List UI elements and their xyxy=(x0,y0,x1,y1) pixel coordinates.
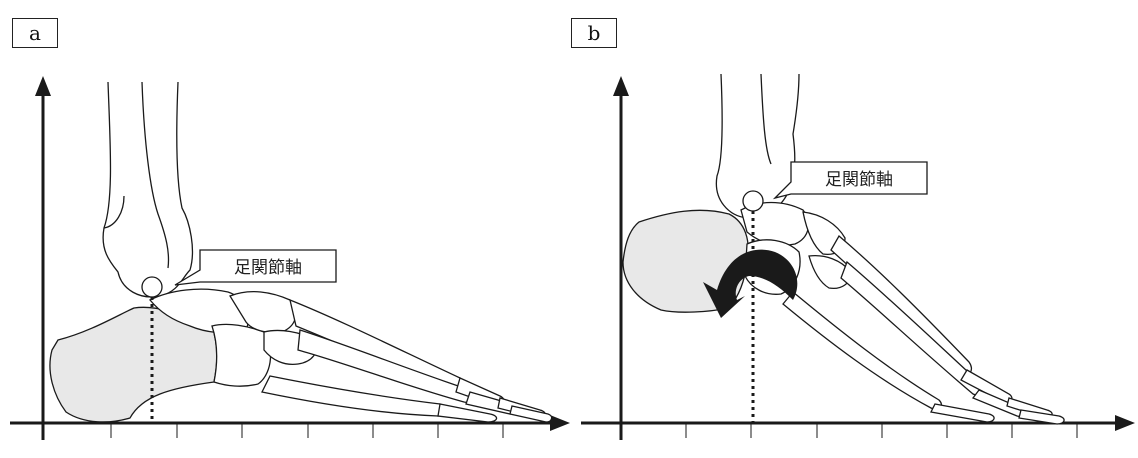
y-axis-arrowhead xyxy=(35,76,51,96)
foot-diagram-a: 足関節軸 xyxy=(0,0,569,458)
panel-b: b xyxy=(569,0,1138,458)
callout-text-b: 足関節軸 xyxy=(825,170,893,190)
foot-diagram-b: 足関節軸 xyxy=(569,0,1138,458)
ankle-axis-marker-a xyxy=(142,277,162,297)
ankle-axis-marker-b xyxy=(743,191,763,211)
y-axis-arrowhead xyxy=(613,76,629,96)
panel-a: a xyxy=(0,0,569,458)
callout-text-a: 足関節軸 xyxy=(234,258,302,278)
x-ticks-b xyxy=(686,423,1077,438)
x-axis-arrowhead xyxy=(550,415,570,431)
x-axis-arrowhead xyxy=(1115,415,1135,431)
x-ticks-a xyxy=(111,423,503,438)
leg-bones-a xyxy=(103,82,192,297)
